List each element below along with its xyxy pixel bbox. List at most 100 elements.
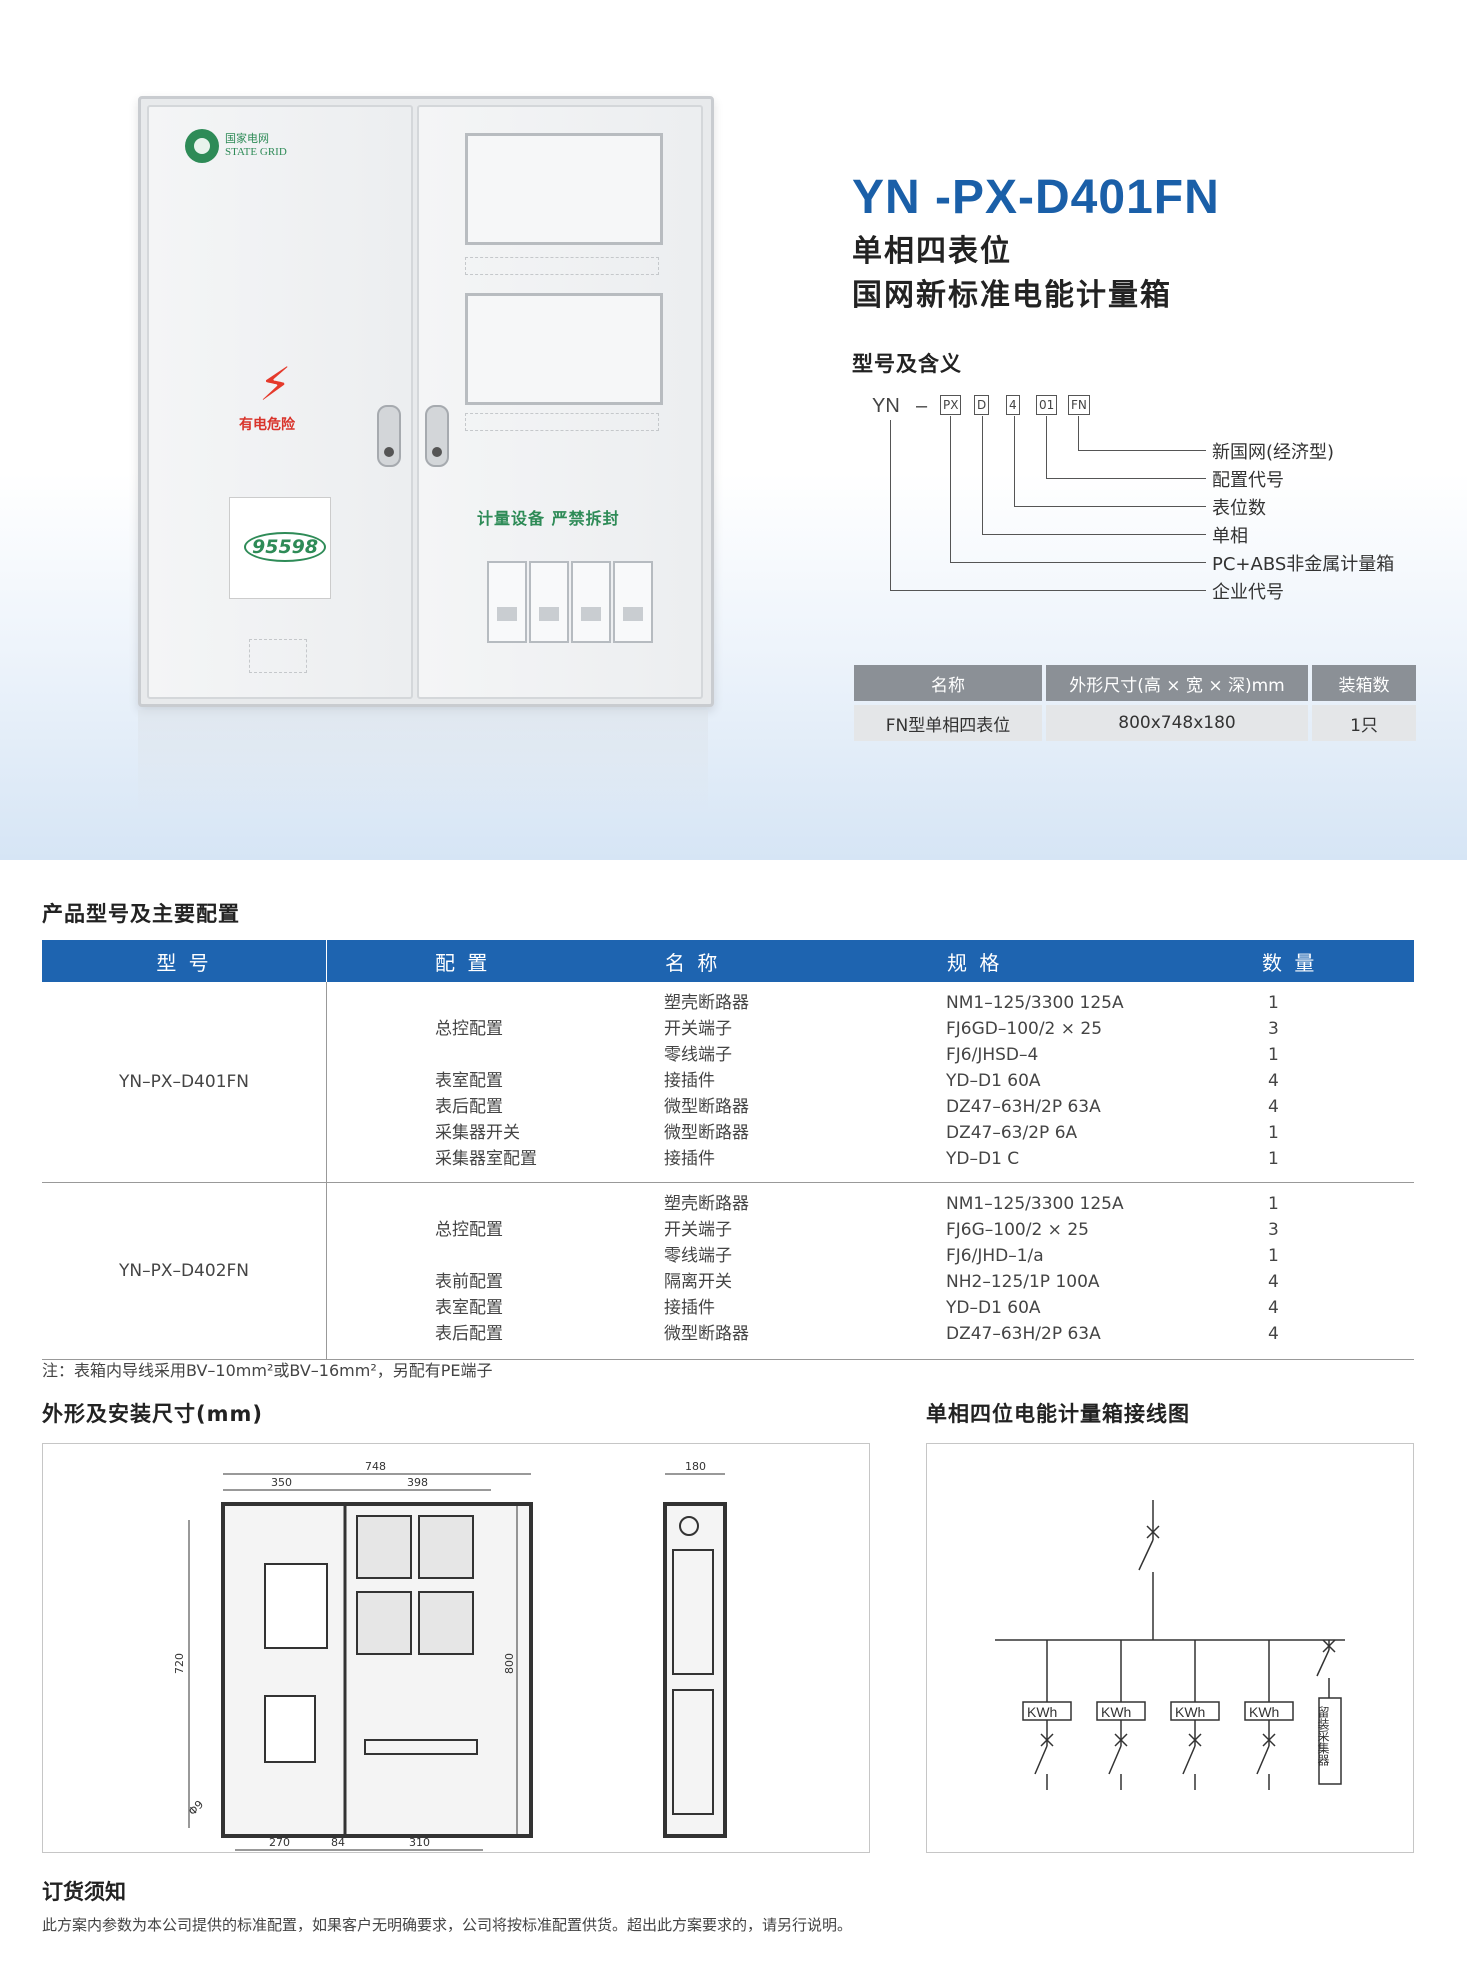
connector-line (982, 416, 983, 534)
spec-header-qty: 装箱数 (1312, 665, 1416, 701)
breaker-slot (487, 561, 527, 643)
table-cell: FJ6/JHSD–4 (946, 1045, 1039, 1065)
spec-header-name: 名称 (854, 665, 1042, 701)
left-door-handle (377, 405, 401, 467)
dim-720: 720 (173, 1653, 186, 1674)
model-cell: YN–PX–D402FN (42, 1182, 327, 1360)
state-grid-logo: 国家电网 STATE GRID (185, 129, 287, 163)
table-cell: 微型断路器 (664, 1324, 749, 1344)
meaning-01: 配置代号 (1212, 470, 1284, 491)
config-list: 总控配置表室配置表后配置采集器开关采集器室配置 (435, 990, 664, 1172)
spec-cell-size: 800x748x180 (1046, 705, 1308, 741)
spec-cell-name: FN型单相四表位 (854, 705, 1042, 741)
table-cell (435, 1042, 664, 1068)
table-cell: 1 (1268, 1246, 1279, 1266)
code-dash: – (916, 395, 928, 417)
table-cell: DZ47–63/2P 6A (946, 1123, 1078, 1143)
col-header-model: 型 号 (42, 940, 327, 982)
model-meaning-heading: 型号及含义 (852, 352, 962, 376)
table-cell: 1 (1268, 993, 1279, 1013)
config-list: 总控配置表前配置表室配置表后配置 (435, 1191, 664, 1347)
table-cell: 4 (1268, 1097, 1279, 1117)
table-cell: 接插件 (664, 1071, 715, 1091)
table-cell: 1 (1268, 1045, 1279, 1065)
table-cell: 表室配置 (435, 1071, 503, 1091)
name-list: 塑壳断路器开关端子零线端子接插件微型断路器微型断路器接插件 (664, 990, 946, 1172)
table-cell: NM1–125/3300 125A (946, 993, 1124, 1013)
state-grid-emblem-icon (185, 129, 219, 163)
table-cell: 开关端子 (664, 1220, 732, 1240)
logo-en: STATE GRID (225, 146, 287, 158)
meter-cabinet-image: 国家电网 STATE GRID ⚡ 有电危险 95598 计量设备 严禁拆封 (138, 96, 714, 707)
table-cell: FJ6GD–100/2 × 25 (946, 1019, 1103, 1039)
connector-line (950, 562, 1206, 563)
table-cell: 表后配置 (435, 1324, 503, 1344)
order-text: 此方案内参数为本公司提供的标准配置，如果客户无明确要求，公司将按标准配置供货。超… (42, 1916, 853, 1934)
connector-line (1046, 478, 1206, 479)
connector-line (1046, 416, 1047, 478)
meter-branch-3 (1170, 1640, 1220, 1790)
product-subtitle-1: 单相四表位 (852, 234, 1012, 269)
code-prefix: YN (872, 395, 900, 417)
col-header-spec: 规 格 (946, 940, 1248, 982)
meaning-px: PC+ABS非金属计量箱 (1212, 554, 1395, 575)
table-cell: 塑壳断路器 (664, 1194, 749, 1214)
collector-label: 留装采集器 (1316, 1706, 1330, 1767)
seal-warning: 计量设备 严禁拆封 (477, 509, 620, 528)
breaker-slot (529, 561, 569, 643)
cabinet-right-door: 计量设备 严禁拆封 (417, 105, 703, 699)
danger-label: 有电危险 (239, 417, 295, 433)
lightning-bolt-icon: ⚡ (259, 357, 292, 411)
table-row-group: YN–PX–D401FN 总控配置表室配置表后配置采集器开关采集器室配置 塑壳断… (42, 982, 1414, 1183)
vent-outline (249, 639, 307, 673)
hotline-panel: 95598 (229, 497, 331, 599)
code-box-fn: FN (1068, 395, 1090, 415)
meter-branch-2 (1096, 1640, 1146, 1790)
table-cell (435, 990, 664, 1016)
table-cell: YD–D1 60A (946, 1071, 1041, 1091)
hero-section: 国家电网 STATE GRID ⚡ 有电危险 95598 计量设备 严禁拆封 (0, 0, 1467, 860)
table-cell: 3 (1268, 1019, 1279, 1039)
logo-cn: 国家电网 (225, 133, 269, 145)
dimension-drawing: 748 350 398 720 800 270 84 310 180 Φ9 (173, 1460, 727, 1851)
col-header-qty: 数 量 (1248, 940, 1414, 982)
config-heading: 产品型号及主要配置 (42, 902, 240, 926)
table-cell: 表室配置 (435, 1298, 503, 1318)
col-header-config: 配 置 (326, 940, 664, 982)
meter-label: KWh (1027, 1704, 1057, 1720)
table-cell: 采集器室配置 (435, 1149, 537, 1169)
label-slot-top (465, 257, 659, 275)
wiring-panel: KWh KWh KWh KWh 留装采集器 (926, 1443, 1414, 1853)
meter-label: KWh (1101, 1704, 1131, 1720)
wire-note: 注：表箱内导线采用BV–10mm²或BV–16mm²，另配有PE端子 (42, 1361, 493, 1380)
model-cell: YN–PX–D401FN (42, 982, 327, 1183)
meaning-fn: 新国网(经济型) (1212, 442, 1335, 463)
meaning-yn: 企业代号 (1212, 582, 1284, 603)
code-box-4: 4 (1006, 395, 1020, 415)
table-cell: 4 (1268, 1298, 1279, 1318)
breaker-slot (613, 561, 653, 643)
order-heading: 订货须知 (42, 1880, 126, 1904)
table-cell: DZ47–63H/2P 63A (946, 1097, 1101, 1117)
spec-list: NM1–125/3300 125A FJ6GD–100/2 × 25 FJ6/JHS… (946, 990, 1248, 1172)
dim-310: 310 (409, 1836, 430, 1849)
table-cell: 1 (1268, 1123, 1279, 1143)
code-box-d: D (974, 395, 990, 415)
dimension-panel: 748 350 398 720 800 270 84 310 180 Φ9 (42, 1443, 870, 1853)
table-cell: 4 (1268, 1071, 1279, 1091)
table-cell: 微型断路器 (664, 1097, 749, 1117)
wiring-heading: 单相四位电能计量箱接线图 (926, 1402, 1190, 1426)
cabinet-left-door: 国家电网 STATE GRID ⚡ 有电危险 95598 (147, 105, 413, 699)
cabinet-reflection (138, 710, 708, 820)
table-cell: 塑壳断路器 (664, 993, 749, 1013)
meter-window-bottom (465, 293, 663, 405)
table-row-group: YN–PX–D402FN 总控配置表前配置表室配置表后配置 塑壳断路器开关端子零… (42, 1182, 1414, 1360)
table-cell: 微型断路器 (664, 1123, 749, 1143)
dimension-heading: 外形及安装尺寸(mm) (42, 1402, 263, 1426)
table-cell: FJ6/JHD–1/a (946, 1246, 1044, 1266)
dim-84: 84 (331, 1836, 345, 1849)
table-cell: 开关端子 (664, 1019, 732, 1039)
